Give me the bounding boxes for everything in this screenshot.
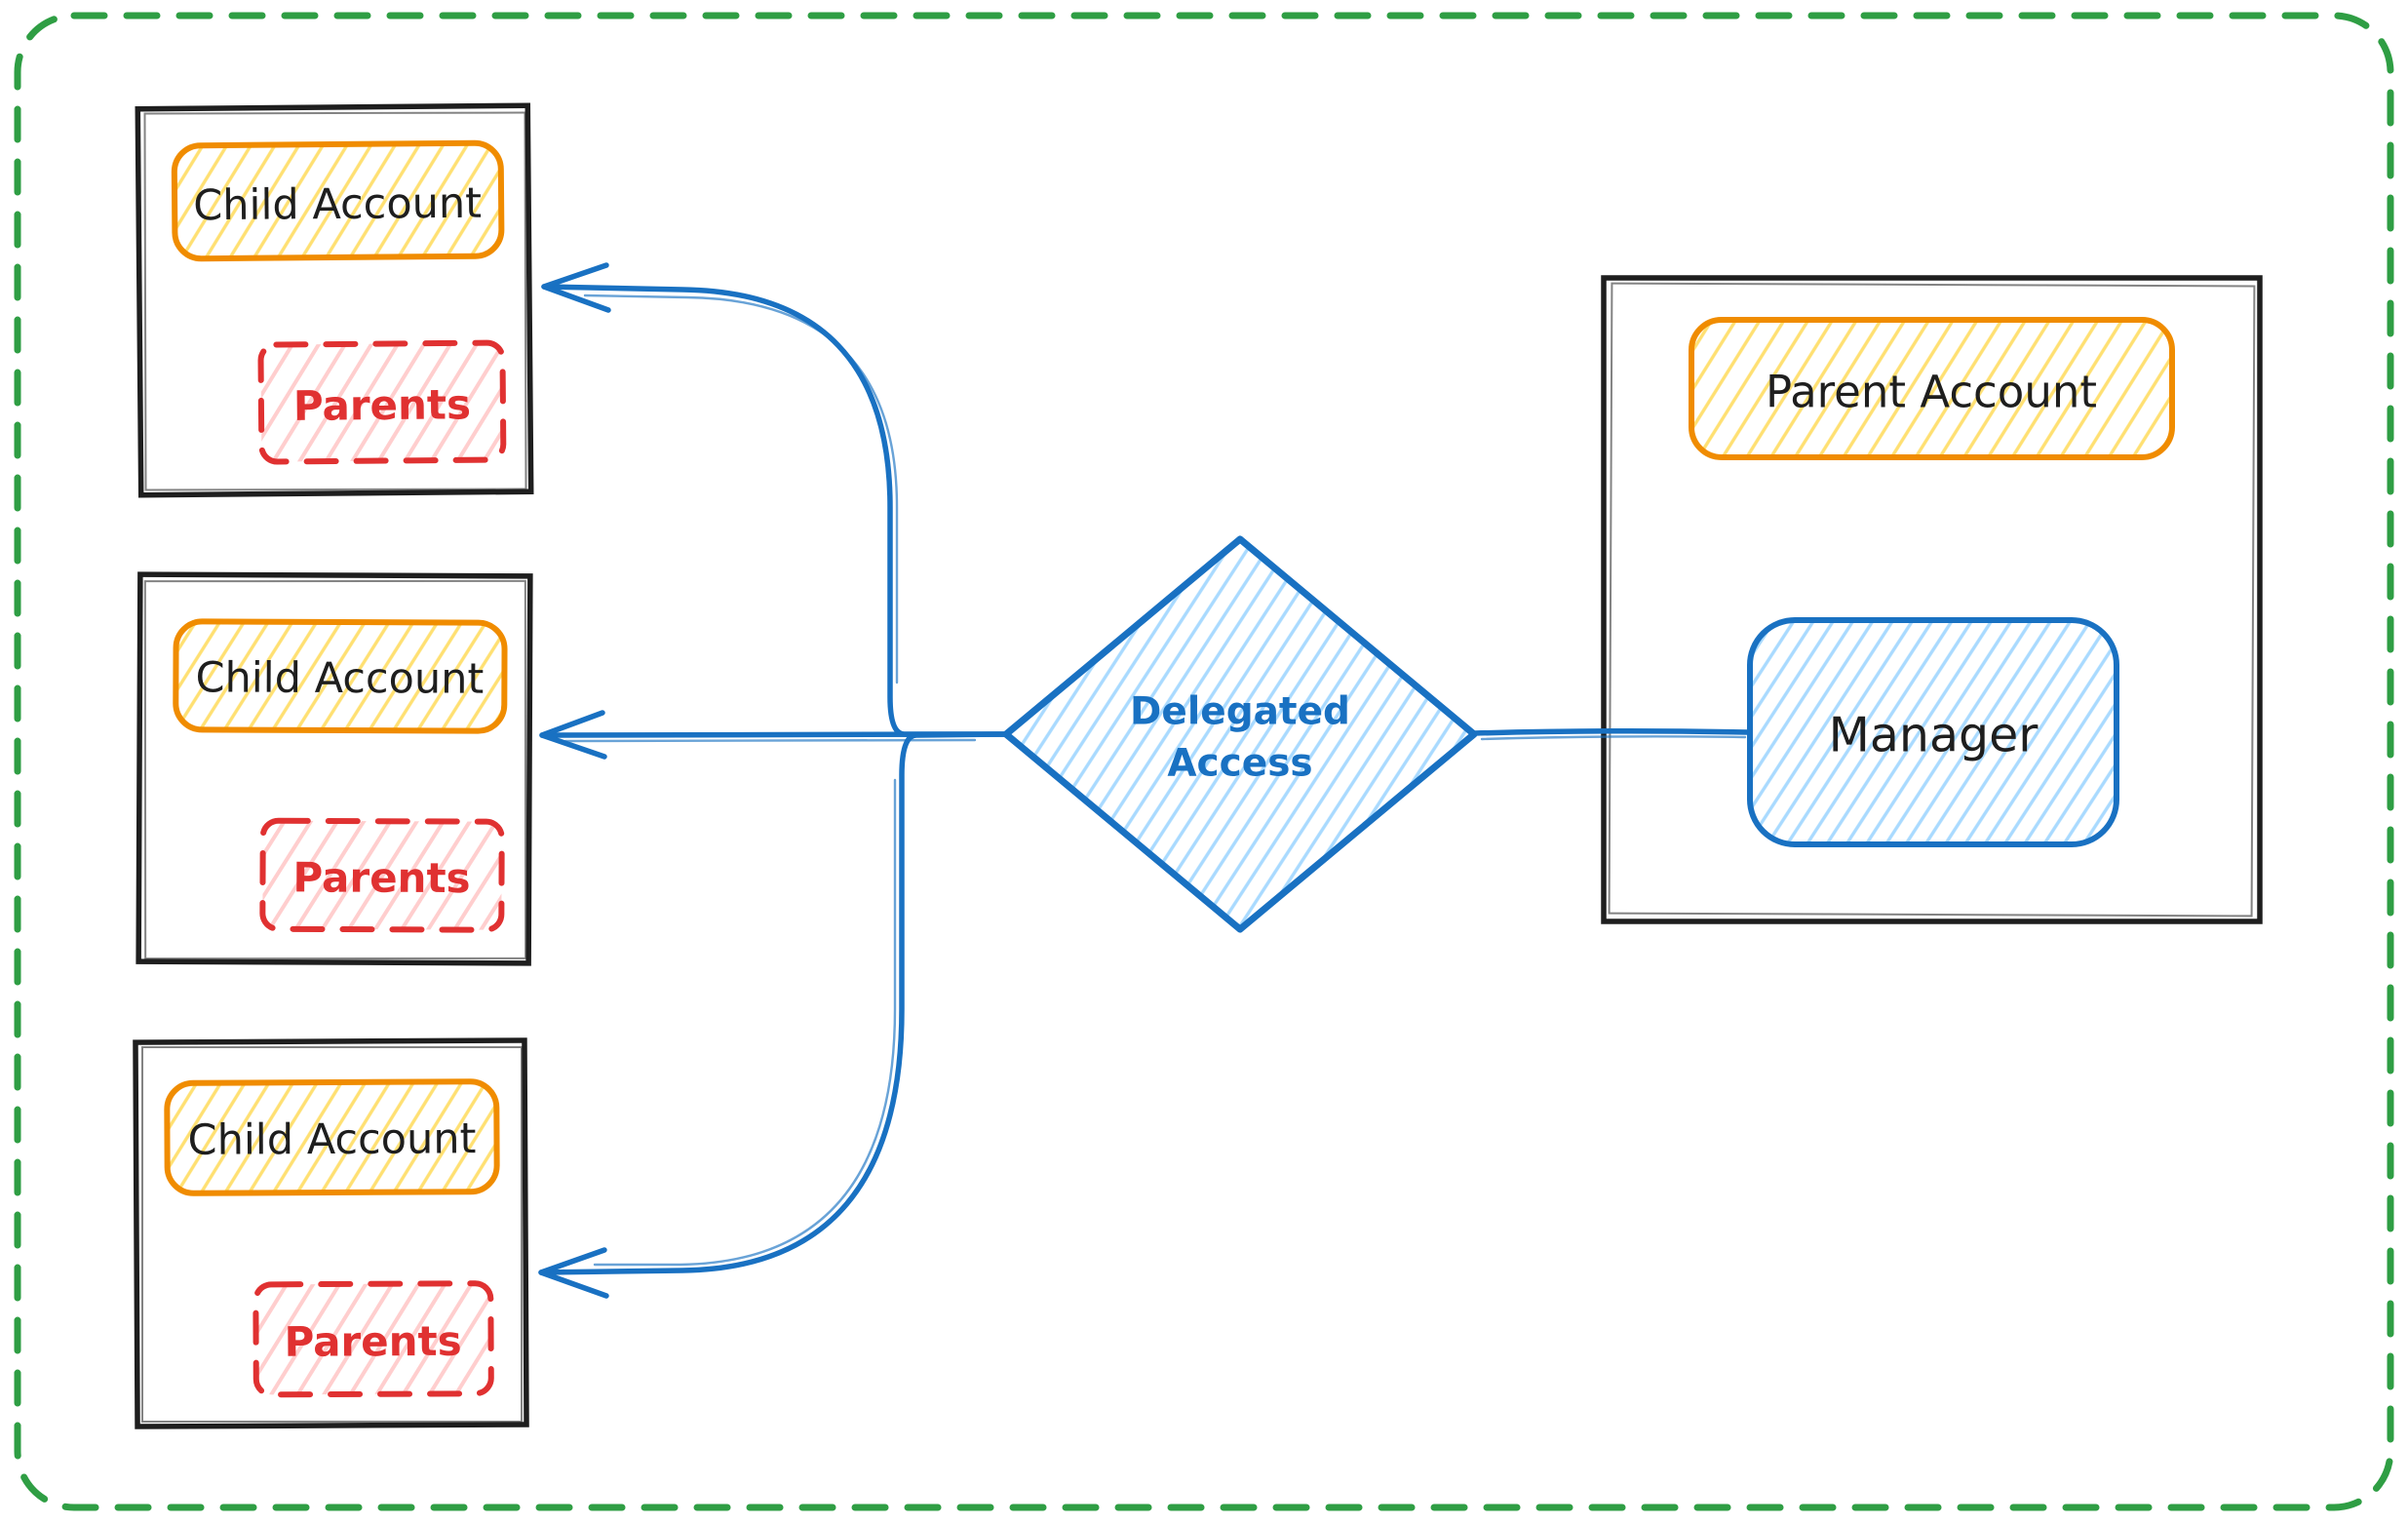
parents-box-1 (257, 339, 507, 465)
delegated-access-text-line2: Access (1167, 742, 1312, 786)
child-account-title-3: Child Account (187, 1114, 476, 1165)
child-account-box-3: Child Account Parents (133, 1037, 529, 1429)
child-account-title-1: Child Account (193, 179, 482, 231)
arrowhead-child-2 (539, 710, 607, 760)
manager-diamond-connector (1472, 727, 1751, 736)
arrow-to-child-3 (538, 731, 1009, 1275)
arrowhead-child-1 (541, 262, 611, 313)
parent-box-frame-echo (1608, 282, 2256, 918)
parent-account-label (1689, 317, 2175, 460)
child-box-2-frame-echo (143, 579, 527, 960)
arrowhead-child-3 (538, 1247, 609, 1299)
manager-diamond-connector-echo (1480, 735, 1747, 741)
child-account-label-3 (164, 1078, 500, 1196)
child-box-1-frame-echo (143, 111, 527, 491)
parents-text-2: Parents (292, 853, 470, 902)
parents-box-2 (259, 817, 505, 933)
delegated-access-diamond: Delegated Access (1002, 535, 1478, 933)
manager-text: Manager (1829, 708, 2039, 763)
parents-text-3: Parents (284, 1317, 461, 1366)
child-account-box-2: Child Account Parents (136, 571, 533, 966)
arrow-to-child-1-echo (583, 293, 899, 684)
child-account-box-1: Child Account Parents (135, 102, 534, 498)
child-account-title-2: Child Account (195, 653, 484, 703)
parent-account-box: Parent Account Manager (1601, 275, 2263, 924)
decision-diamond-shape (1002, 535, 1478, 933)
delegated-access-text-line1: Delegated (1130, 690, 1350, 734)
parents-box-3 (252, 1280, 494, 1398)
parent-account-title: Parent Account (1766, 367, 2097, 418)
parents-text-1: Parents (293, 380, 472, 430)
child-account-label-2 (173, 618, 508, 734)
arrow-to-child-2-echo (563, 738, 977, 743)
canvas-dashed-border (14, 12, 2394, 1511)
arrow-to-child-3-echo (593, 778, 897, 1267)
child-box-3-frame-echo (140, 1046, 523, 1423)
arrow-to-child-1 (541, 284, 1009, 737)
child-account-label-1 (171, 139, 505, 262)
